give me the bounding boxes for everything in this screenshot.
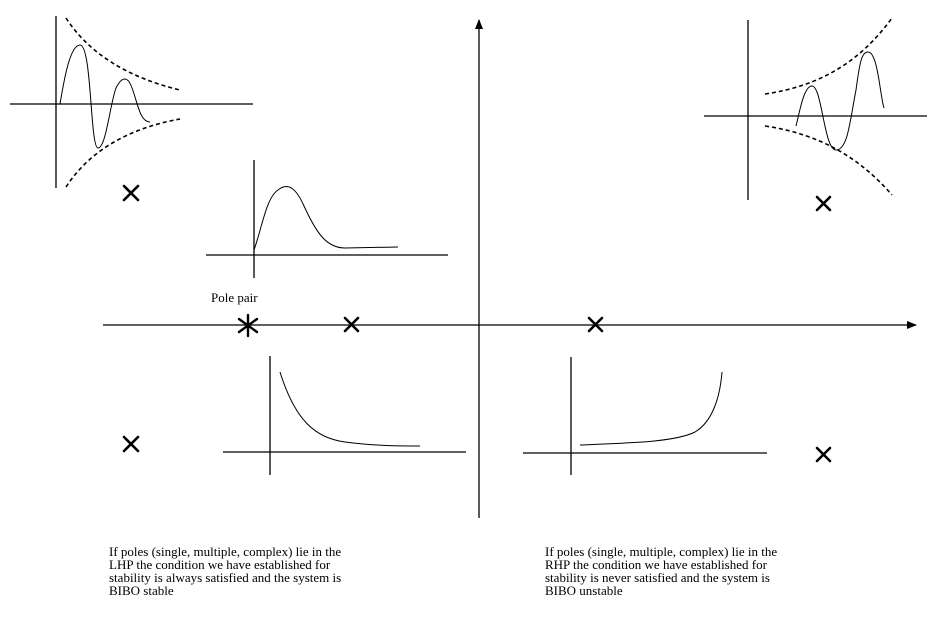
rhp-caption-line: If poles (single, multiple, complex) lie… — [545, 544, 778, 559]
upper-decay-envelope — [65, 17, 181, 91]
cross-icon — [122, 184, 140, 202]
main-axes — [103, 19, 917, 518]
inset-damped-oscillation — [10, 16, 253, 188]
lower-growth-envelope — [764, 125, 893, 196]
rhp-caption-line: RHP the condition we have established fo… — [545, 557, 767, 572]
lhp-caption: If poles (single, multiple, complex) lie… — [109, 545, 341, 597]
lhp-caption-line: stability is always satisfied and the sy… — [109, 570, 342, 585]
asterisk-icon — [237, 313, 259, 338]
lower-decay-envelope — [65, 118, 181, 188]
inset-overshoot-response — [206, 160, 448, 278]
lhp-caption-line: BIBO stable — [109, 583, 174, 598]
upper-growth-envelope — [764, 17, 893, 95]
cross-icon — [815, 446, 832, 463]
cross-icon — [122, 435, 140, 453]
pole-markers — [122, 184, 832, 463]
inset-growing-oscillation — [704, 17, 927, 200]
rhp-caption: If poles (single, multiple, complex) lie… — [545, 545, 777, 597]
overshoot-curve — [253, 186, 399, 251]
growing-oscillation-curve — [795, 51, 885, 151]
cross-icon — [343, 316, 360, 333]
damped-oscillation-curve — [59, 44, 151, 149]
cross-icon — [815, 195, 832, 212]
rhp-caption-line: BIBO unstable — [545, 583, 623, 598]
pole-pair-label: Pole pair — [211, 290, 258, 305]
inset-exponential-growth — [523, 357, 767, 475]
rhp-caption-line: stability is never satisfied and the sys… — [545, 570, 770, 585]
lhp-caption-line: If poles (single, multiple, complex) lie… — [109, 544, 342, 559]
cross-icon — [587, 316, 604, 333]
decay-curve — [279, 371, 421, 447]
growth-curve — [579, 371, 723, 446]
lhp-caption-line: LHP the condition we have established fo… — [109, 557, 331, 572]
inset-exponential-decay — [223, 356, 466, 475]
